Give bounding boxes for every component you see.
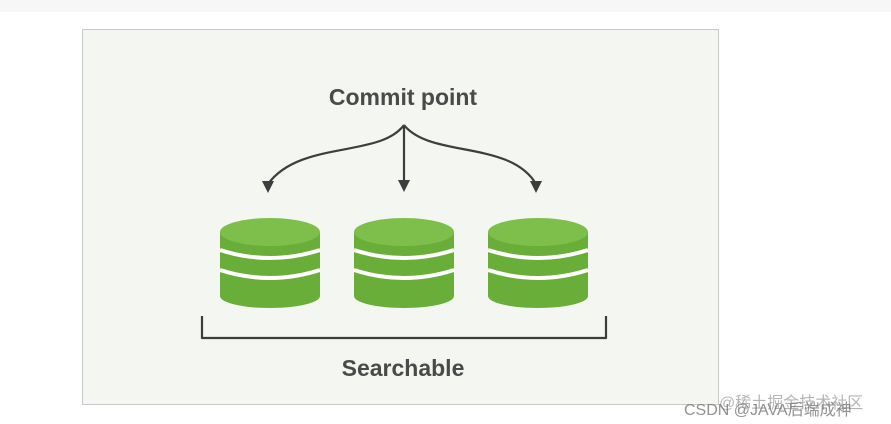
arrow-right (403, 124, 537, 185)
commit-point-label: Commit point (328, 84, 478, 110)
segment-1-database-icon (219, 218, 321, 308)
commit-arrows (262, 124, 542, 193)
diagram-frame (82, 29, 719, 405)
top-strip (0, 0, 891, 12)
watermark-site: @稀土掘金技术社区 (719, 395, 864, 412)
watermark-author: CSDN @JAVA后端成神 (684, 402, 852, 419)
searchable-label: Searchable (341, 355, 465, 381)
arrowhead-center (398, 180, 410, 192)
arrowhead-left (262, 181, 274, 193)
searchable-bracket (200, 316, 608, 340)
segment-2-database-icon (353, 218, 455, 308)
arrow-left (267, 124, 405, 185)
segment-3-database-icon (487, 218, 589, 308)
arrowhead-right (530, 181, 542, 193)
